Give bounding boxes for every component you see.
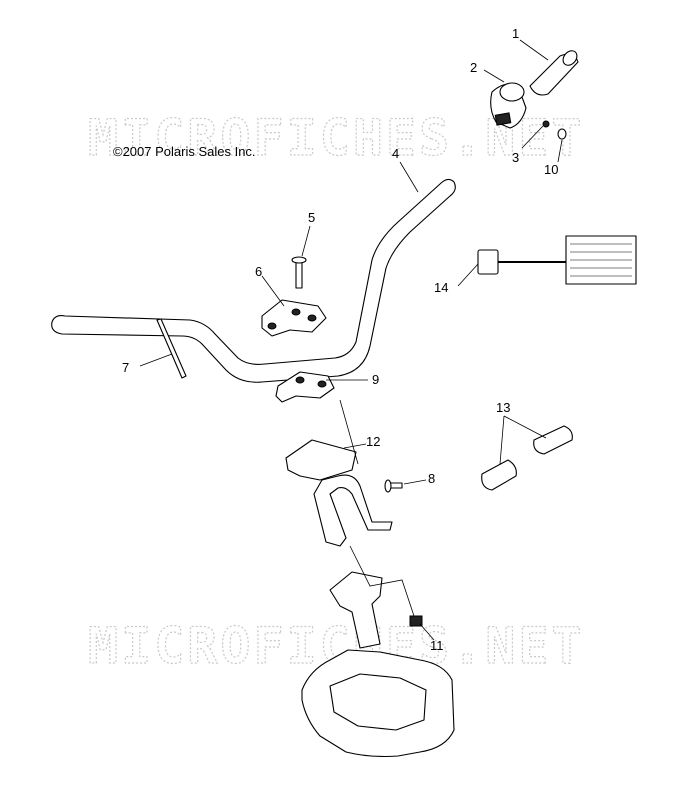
callout-9: 9 bbox=[372, 372, 379, 387]
callout-13: 13 bbox=[496, 400, 510, 415]
bolt-5 bbox=[291, 256, 307, 289]
throttle-housing bbox=[490, 82, 527, 129]
callout-2: 2 bbox=[470, 60, 477, 75]
callout-11: 11 bbox=[430, 638, 444, 653]
switch-14 bbox=[477, 235, 637, 285]
callout-3: 3 bbox=[512, 150, 519, 165]
washer-10 bbox=[557, 128, 567, 140]
callout-6: 6 bbox=[255, 264, 262, 279]
steering-post bbox=[329, 571, 383, 649]
callout-12: 12 bbox=[366, 434, 380, 449]
callout-1: 1 bbox=[512, 26, 519, 41]
upper-clamp bbox=[261, 299, 327, 337]
leader-lines bbox=[139, 39, 563, 641]
callout-4: 4 bbox=[392, 146, 399, 161]
nut-11 bbox=[409, 615, 423, 627]
screw-3 bbox=[542, 120, 550, 128]
copyright-text: ©2007 Polaris Sales Inc. bbox=[113, 144, 256, 159]
knob-13 bbox=[481, 425, 573, 491]
lower-housing bbox=[301, 649, 455, 758]
callout-14: 14 bbox=[434, 280, 448, 295]
grip-tube bbox=[529, 50, 579, 96]
callout-labels: 1 2 3 4 5 6 7 8 9 10 11 12 13 14 bbox=[122, 26, 558, 653]
screw-8 bbox=[384, 479, 403, 493]
callout-10: 10 bbox=[544, 162, 558, 177]
bracket-12 bbox=[285, 439, 393, 547]
callout-7: 7 bbox=[122, 360, 129, 375]
rod-7 bbox=[156, 318, 187, 379]
handlebar bbox=[51, 178, 456, 383]
callout-5: 5 bbox=[308, 210, 315, 225]
lower-clamp bbox=[275, 371, 335, 403]
callout-8: 8 bbox=[428, 471, 435, 486]
